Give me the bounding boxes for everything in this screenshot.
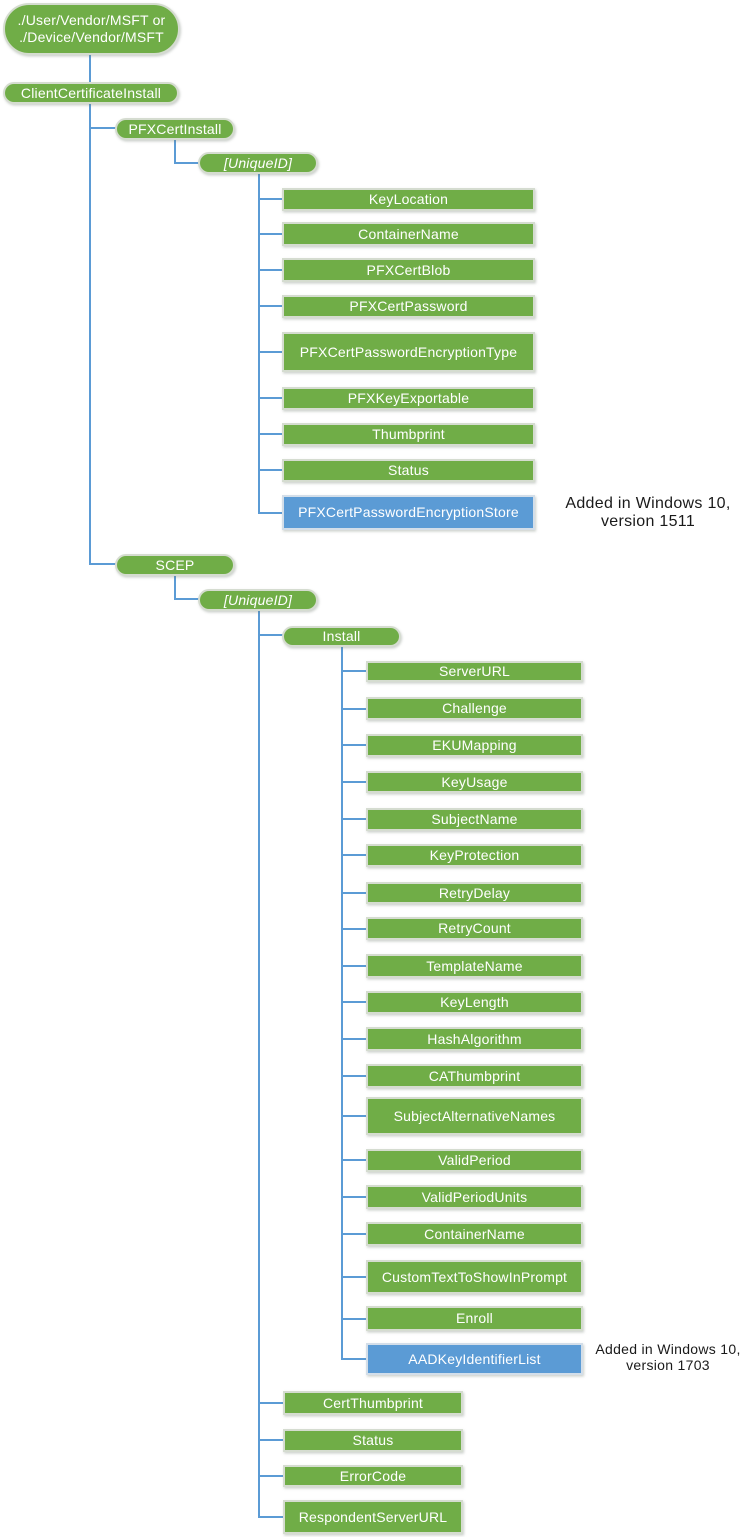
node-validperiod: ValidPeriod	[366, 1149, 583, 1172]
connector-line	[258, 610, 260, 1518]
connector-line	[258, 1475, 284, 1477]
connector-line	[89, 563, 116, 565]
node-cathumbprint: CAThumbprint	[366, 1064, 583, 1088]
connector-line	[174, 598, 199, 600]
connector-line	[258, 397, 283, 399]
connector-line	[174, 576, 176, 600]
connector-line	[89, 55, 91, 83]
node-label-line: ./Device/Vendor/MSFT	[19, 29, 164, 45]
node-retrycount: RetryCount	[366, 917, 583, 940]
connector-line	[258, 269, 283, 271]
node-keyusage: KeyUsage	[366, 771, 583, 793]
connector-line	[174, 139, 176, 164]
connector-line	[341, 1196, 367, 1198]
node-pfxcertblob: PFXCertBlob	[282, 258, 535, 282]
annotation-line: version 1703	[626, 1356, 710, 1373]
node-validperiodunits: ValidPeriodUnits	[366, 1185, 583, 1209]
connector-line	[258, 174, 260, 514]
connector-line	[341, 854, 367, 856]
annotation-line: Added in Windows 10,	[595, 1341, 741, 1357]
node-templatename: TemplateName	[366, 954, 583, 978]
node-uniqueid-scep: [UniqueID]	[198, 589, 318, 611]
connector-line	[341, 647, 343, 1360]
connector-line	[341, 1001, 367, 1003]
connector-line	[341, 965, 367, 967]
connector-line	[258, 512, 283, 514]
node-challenge: Challenge	[366, 697, 583, 720]
connector-line	[258, 305, 283, 307]
connector-line	[341, 781, 367, 783]
node-pfxcertpasswordencryptionstore: PFXCertPasswordEncryptionStore	[282, 495, 535, 530]
node-install: Install	[282, 626, 401, 647]
node-pfxcertpasswordencryptiontype: PFXCertPasswordEncryptionType	[282, 332, 535, 372]
node-keylength: KeyLength	[366, 991, 583, 1014]
node-subjectalternativenames: SubjectAlternativeNames	[366, 1097, 583, 1135]
node-certthumbprint: CertThumbprint	[283, 1391, 463, 1415]
connector-line	[341, 928, 367, 930]
connector-line	[341, 818, 367, 820]
node-uniqueid-pfx: [UniqueID]	[198, 152, 318, 174]
connector-line	[341, 1276, 367, 1278]
node-containername-pfx: ContainerName	[282, 222, 535, 246]
connector-line	[258, 1402, 284, 1404]
connector-line	[258, 351, 283, 353]
connector-line	[258, 1516, 284, 1518]
connector-line	[89, 127, 116, 129]
node-ekumapping: EKUMapping	[366, 734, 583, 757]
connector-line	[341, 1038, 367, 1040]
node-clientcertificateinstall: ClientCertificateInstall	[3, 82, 179, 104]
node-root-path: ./User/Vendor/MSFT or./Device/Vendor/MSF…	[3, 3, 180, 55]
connector-line	[341, 708, 367, 710]
node-pfxcertinstall: PFXCertInstall	[115, 118, 235, 140]
node-errorcode: ErrorCode	[283, 1465, 463, 1487]
node-pfxcertpassword: PFXCertPassword	[282, 295, 535, 318]
connector-line	[341, 1075, 367, 1077]
connector-line	[258, 634, 283, 636]
node-subjectname: SubjectName	[366, 808, 583, 831]
connector-line	[341, 670, 367, 672]
annotation-added-windows10-1511: Added in Windows 10,version 1511	[543, 495, 751, 530]
node-pfxkeyexportable: PFXKeyExportable	[282, 387, 535, 410]
node-label-line: ./User/Vendor/MSFT or	[17, 12, 166, 28]
connector-line	[258, 433, 283, 435]
node-status-pfx: Status	[282, 459, 535, 482]
connector-line	[258, 233, 283, 235]
node-containername-scep: ContainerName	[366, 1222, 583, 1246]
connector-line	[341, 1358, 367, 1360]
node-scep: SCEP	[115, 554, 235, 576]
node-customtexttoshowinprompt: CustomTextToShowInPrompt	[366, 1260, 583, 1294]
node-respondentserverurl: RespondentServerURL	[283, 1500, 463, 1534]
annotation-line: version 1511	[600, 512, 696, 530]
node-status-scep: Status	[283, 1429, 463, 1452]
annotation-line: Added in Windows 10,	[565, 495, 731, 512]
node-serverurl: ServerURL	[366, 661, 583, 682]
node-enroll: Enroll	[366, 1306, 583, 1331]
connector-line	[341, 892, 367, 894]
connector-line	[341, 1115, 367, 1117]
node-hashalgorithm: HashAlgorithm	[366, 1027, 583, 1051]
connector-line	[174, 162, 199, 164]
connector-line	[341, 1233, 367, 1235]
node-thumbprint: Thumbprint	[282, 423, 535, 446]
connector-line	[258, 469, 283, 471]
connector-line	[258, 198, 283, 200]
connector-line	[89, 103, 91, 565]
node-keyprotection: KeyProtection	[366, 844, 583, 867]
annotation-added-windows10-1703: Added in Windows 10,version 1703	[587, 1341, 749, 1373]
connector-line	[258, 1439, 284, 1441]
connector-line	[341, 1318, 367, 1320]
node-retrydelay: RetryDelay	[366, 882, 583, 904]
node-keylocation: KeyLocation	[282, 188, 535, 211]
connector-line	[341, 1159, 367, 1161]
connector-line	[341, 744, 367, 746]
node-aadkeyidentifierlist: AADKeyIdentifierList	[366, 1343, 583, 1375]
